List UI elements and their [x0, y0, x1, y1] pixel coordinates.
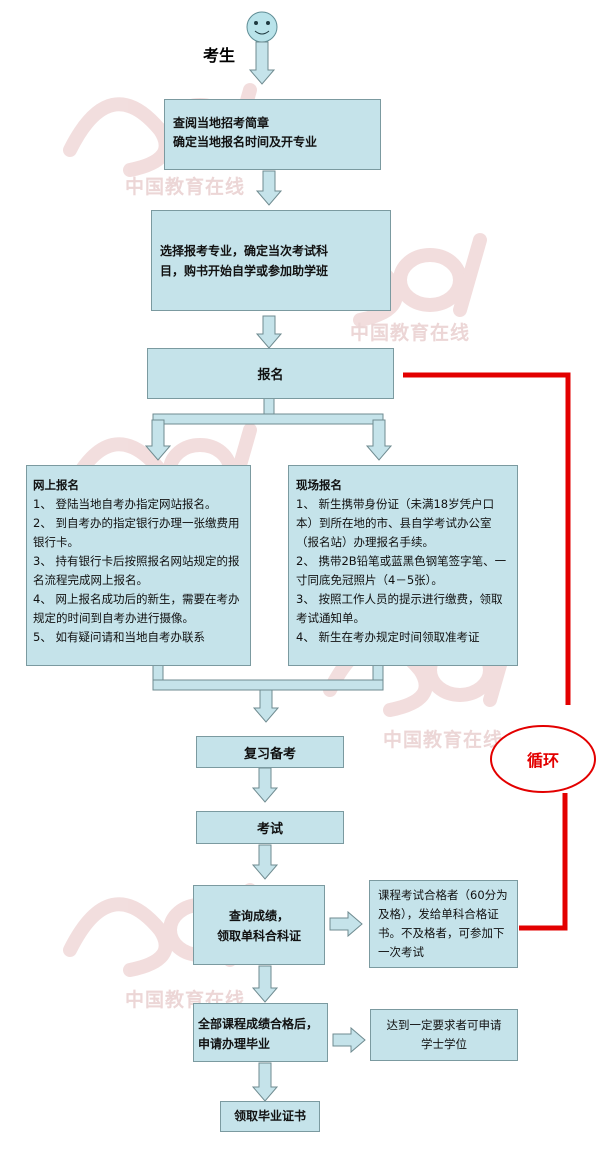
online-registration-title: 网上报名	[33, 478, 79, 492]
right-arrow-icon	[332, 1026, 366, 1054]
online-item: 4、 网上报名成功后的新生，需要在考办规定的时间到自考办进行摄像。	[33, 592, 240, 625]
online-item: 5、 如有疑问请和当地自考办联系	[33, 630, 205, 644]
merge-connector	[152, 679, 384, 691]
down-arrow-icon	[144, 419, 172, 461]
watermark-logo	[63, 897, 173, 977]
down-arrow-icon	[255, 170, 283, 206]
online-item: 1、 登陆当地自考办指定网站报名。	[33, 497, 217, 511]
step-exam: 考试	[196, 811, 344, 844]
step-receive-certificate: 领取毕业证书	[220, 1101, 320, 1132]
onsite-item: 3、 按照工作人员的提示进行缴费，领取考试通知单。	[296, 592, 503, 625]
watermark-text: 中国教育在线	[383, 729, 504, 751]
down-arrow-icon	[255, 315, 283, 349]
down-arrow-icon	[251, 767, 279, 803]
step-line: 查询成绩，	[228, 909, 289, 923]
watermark-text: 中国教育在线	[125, 176, 246, 198]
down-arrow-icon	[248, 41, 276, 85]
watermark-text: 中国教育在线	[350, 322, 471, 344]
loop-label: 循环	[526, 751, 559, 770]
step-line: 领取单科合科证	[216, 929, 301, 943]
step-apply-graduation: 全部课程成绩合格后， 申请办理毕业	[193, 1003, 328, 1062]
online-registration-box: 网上报名 1、 登陆当地自考办指定网站报名。 2、 到自考办的指定银行办理一张缴…	[26, 465, 251, 666]
split-connector	[152, 413, 384, 425]
down-arrow-icon	[251, 844, 279, 880]
onsite-item: 1、 新生携带身份证（未满18岁凭户口本）到所在地的市、县自学考试办公室（报名站…	[296, 497, 495, 549]
smiley-eye	[254, 21, 258, 25]
step-line: 确定当地报名时间及开专业	[173, 135, 318, 149]
start-label: 考生	[203, 46, 236, 65]
onsite-item: 4、 新生在考办规定时间领取准考证	[296, 630, 480, 644]
onsite-item: 2、 携带2B铅笔或蓝黑色钢笔签字笔、一寸同底免冠照片（4－5张）。	[296, 554, 507, 587]
step-query-scores: 查询成绩， 领取单科合科证	[193, 885, 325, 965]
down-arrow-icon	[251, 1062, 279, 1102]
smiley-eye	[266, 21, 270, 25]
online-item: 2、 到自考办的指定银行办理一张缴费用银行卡。	[33, 516, 240, 549]
step-line: 目，购书开始自学或参加助学班	[160, 264, 329, 278]
step-read-brochure: 查阅当地招考简章 确定当地报名时间及开专业	[164, 99, 381, 170]
down-arrow-icon	[251, 965, 279, 1003]
step-review: 复习备考	[196, 736, 344, 768]
loop-ellipse	[490, 725, 596, 793]
scores-note-box: 课程考试合格者（60分为及格），发给单科合格证书。不及格者，可参加下一次考试	[369, 880, 518, 968]
loop-line	[519, 793, 568, 931]
down-arrow-icon	[365, 419, 393, 461]
split-connector	[263, 397, 275, 415]
down-arrow-icon	[252, 687, 280, 723]
step-register: 报名	[147, 348, 394, 399]
step-line: 选择报考专业，确定当次考试科	[160, 244, 329, 258]
step-line: 查阅当地招考简章	[173, 116, 270, 130]
onsite-registration-box: 现场报名 1、 新生携带身份证（未满18岁凭户口本）到所在地的市、县自学考试办公…	[288, 465, 518, 666]
watermark-logo	[393, 248, 468, 312]
smiley-mouth	[254, 30, 270, 35]
step-line: 申请办理毕业	[198, 1037, 271, 1051]
right-arrow-icon	[329, 910, 363, 938]
loop-line	[403, 372, 571, 705]
online-item: 3、 持有银行卡后按照报名网站规定的报名流程完成网上报名。	[33, 554, 240, 587]
watermark-logo	[453, 233, 487, 317]
onsite-registration-title: 现场报名	[296, 478, 342, 492]
smiley-face-icon	[246, 11, 278, 43]
graduate-note-box: 达到一定要求者可申请学士学位	[370, 1009, 518, 1061]
step-choose-major: 选择报考专业，确定当次考试科 目，购书开始自学或参加助学班	[151, 210, 391, 311]
step-line: 全部课程成绩合格后，	[198, 1017, 319, 1031]
watermark-logo	[63, 97, 173, 177]
